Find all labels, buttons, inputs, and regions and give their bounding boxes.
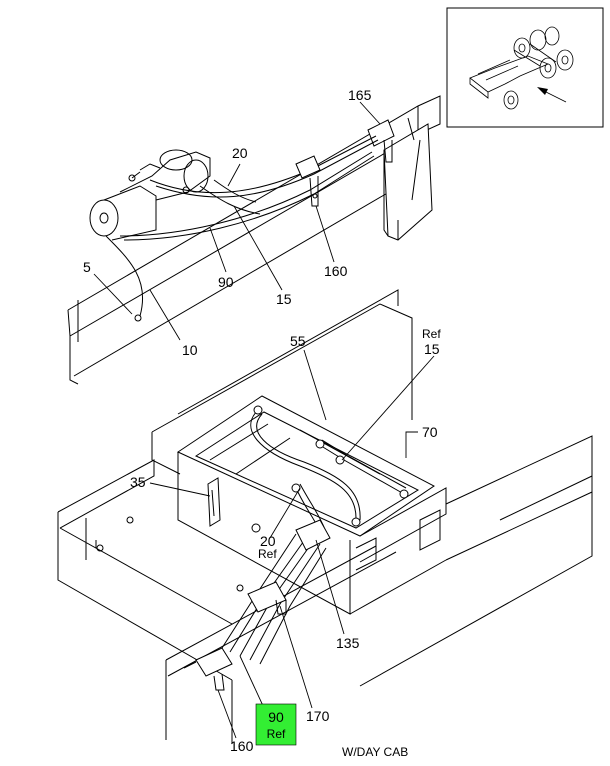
lower-clamps [183, 519, 331, 691]
highlight-callout-90[interactable]: 90 Ref [255, 703, 297, 746]
callout-165: 165 [348, 87, 372, 103]
callout-20-mid: 20 [260, 533, 276, 549]
callout-160-bottom: 160 [230, 738, 254, 754]
callout-ref-top: Ref [422, 327, 441, 341]
inset-arrow-icon [537, 87, 567, 103]
diagram-caption: W/DAY CAB [342, 745, 408, 759]
lower-crossmember [57, 289, 593, 744]
air-tank-assembly [89, 149, 211, 241]
upper-frame-rail [67, 95, 441, 385]
callout-160-top: 160 [324, 263, 348, 279]
callout-55: 55 [290, 333, 306, 349]
highlight-number: 90 [268, 709, 284, 725]
inset-truck-chassis [469, 26, 574, 110]
callout-15-ref: 15 [424, 341, 440, 357]
callout-70: 70 [422, 424, 438, 440]
inset-locator [446, 7, 604, 128]
upper-leaders [93, 101, 381, 341]
callout-135: 135 [336, 635, 360, 651]
upper-rear-bracket [383, 123, 433, 241]
callout-10: 10 [182, 342, 198, 358]
highlight-box[interactable] [255, 703, 297, 746]
highlight-ref: Ref [267, 727, 286, 741]
callout-35: 35 [130, 474, 146, 490]
clamp-165 [367, 117, 415, 163]
callout-labels: 165 20 5 90 15 160 10 55 Ref 15 70 35 20… [83, 87, 441, 754]
callout-20-top: 20 [232, 145, 248, 161]
callout-15-top: 15 [276, 291, 292, 307]
inset-frame [446, 7, 604, 128]
callout-5: 5 [83, 259, 91, 275]
callout-ref-mid: Ref [258, 547, 277, 561]
callout-90-top: 90 [218, 274, 234, 290]
lower-leaders [149, 349, 435, 739]
upper-hoses [105, 135, 379, 322]
callout-170: 170 [306, 708, 330, 724]
